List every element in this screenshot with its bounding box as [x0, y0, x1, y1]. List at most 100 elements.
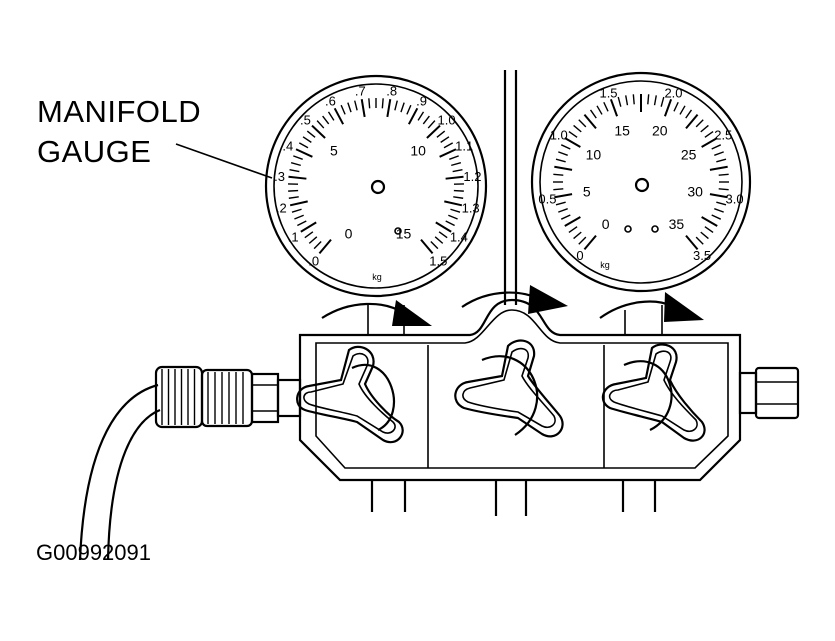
gauge-tick	[665, 99, 671, 116]
low-gauge-inner-label-0: 0	[345, 226, 353, 242]
gauge-tick	[299, 143, 308, 148]
gauge-tick	[329, 112, 334, 120]
gauge-tick	[701, 232, 709, 238]
gauge-tick	[303, 137, 311, 143]
gauge-tick	[611, 99, 617, 116]
center-valve-knob[interactable]	[455, 341, 562, 437]
gauge-tick	[558, 209, 567, 212]
gauge-tick	[439, 232, 447, 238]
high-gauge-outer-label-2: 1.0	[550, 128, 568, 143]
gauge-tick	[710, 167, 728, 170]
gauge-tick	[648, 94, 649, 104]
gauge-tick	[355, 101, 357, 111]
high-gauge-inner-label-4: 20	[652, 122, 668, 138]
gauge-tick	[633, 94, 634, 104]
gauge-tick	[395, 101, 397, 111]
low-gauge-pivot	[372, 181, 384, 193]
gauge-tick	[289, 197, 299, 198]
gauge-tick	[297, 221, 306, 225]
gauge-tick	[428, 121, 435, 128]
gauge-tick	[437, 131, 445, 137]
high-gauge-stop-pin-2	[652, 226, 658, 232]
gauge-tick	[453, 197, 463, 198]
high-gauge-inner-label-2: 10	[586, 147, 602, 163]
low-gauge-outer-label-15: 1.5	[429, 253, 447, 268]
gauge-tick	[553, 174, 563, 175]
gauge-tick	[409, 108, 417, 124]
gauge-tick	[705, 227, 713, 233]
high-gauge-stop-pin-1	[625, 226, 631, 232]
high-gauge-unit: kg	[600, 260, 610, 270]
gauge-tick	[451, 163, 461, 166]
gauge-tick	[307, 131, 315, 137]
low-gauge-outer-label-2: .2	[276, 200, 287, 215]
manifold-body	[300, 300, 740, 480]
gauge-tick	[323, 116, 329, 124]
gauge-tick	[292, 209, 302, 212]
gauge-tick	[441, 137, 449, 143]
gauge-tick	[579, 237, 586, 244]
low-pressure-gauge: .0.1.2.3.4.5.6.7.8.91.01.11.21.31.41.5 0…	[266, 76, 486, 296]
callout-leader-line	[176, 144, 272, 178]
high-gauge-outer-label-3: 1.5	[599, 86, 617, 101]
low-gauge-inner-label-1: 5	[330, 143, 338, 159]
gauge-tick	[448, 215, 457, 219]
rotation-arrow-right	[600, 292, 704, 322]
right-valve-knob[interactable]	[603, 344, 705, 440]
gauge-tick	[714, 209, 723, 212]
low-gauge-outer-label-11: 1.1	[455, 139, 473, 154]
gauge-tick	[719, 174, 729, 175]
low-gauge-outer-label-6: .6	[325, 93, 336, 108]
callout-label-line2: GAUGE	[37, 134, 151, 169]
gauge-tick	[714, 152, 723, 155]
gauge-tick	[288, 191, 298, 192]
gauge-tick	[314, 241, 321, 248]
gauge-tick	[294, 215, 303, 219]
gauge-tick	[712, 145, 721, 149]
gauge-tick	[369, 98, 370, 108]
low-gauge-outer-label-4: .4	[282, 139, 293, 154]
gauge-tick	[450, 209, 460, 212]
rotation-arrow-left	[322, 300, 432, 326]
low-gauge-unit: kg	[372, 272, 382, 282]
low-gauge-outer-label-7: .7	[355, 83, 366, 98]
gauge-tick	[705, 132, 713, 138]
high-gauge-outer-label-5: 2.5	[714, 128, 732, 143]
left-valve-knob[interactable]	[297, 347, 403, 442]
gauge-tick	[407, 105, 411, 114]
low-gauge-outer-label-1: .1	[288, 229, 299, 244]
gauge-tick	[569, 227, 577, 233]
gauge-tick	[387, 99, 390, 117]
center-pipe	[505, 70, 516, 305]
high-gauge-pivot	[636, 179, 648, 191]
gauge-tick	[686, 110, 692, 118]
gauge-tick	[454, 191, 464, 192]
gauge-tick	[569, 132, 577, 138]
gauge-tick	[561, 145, 570, 149]
gauge-tick	[661, 97, 664, 107]
gauge-tick	[716, 159, 726, 162]
gauge-tick	[296, 149, 312, 157]
gauge-tick	[290, 201, 308, 205]
low-gauge-outer-label-3: .3	[274, 169, 285, 184]
gauge-tick	[401, 103, 404, 112]
gauge-tick	[604, 102, 608, 111]
gauge-tick	[553, 189, 563, 190]
callout-label-line1: MANIFOLD	[37, 94, 201, 129]
gauge-tick	[335, 108, 343, 124]
right-fitting	[740, 368, 798, 418]
gauge-tick	[341, 105, 345, 114]
gauge-tick	[348, 103, 351, 112]
gauge-tick	[418, 112, 423, 120]
gauge-tick	[597, 106, 602, 115]
gauge-tick	[579, 120, 586, 127]
gauge-tick	[574, 232, 582, 238]
gauge-tick	[702, 217, 718, 226]
gauge-tick	[453, 170, 463, 172]
gauge-tick	[444, 201, 462, 205]
gauge-tick	[288, 177, 306, 179]
gauge-tick	[626, 95, 628, 105]
gauge-tick	[696, 237, 703, 244]
low-gauge-outer-label-5: .5	[300, 112, 311, 127]
